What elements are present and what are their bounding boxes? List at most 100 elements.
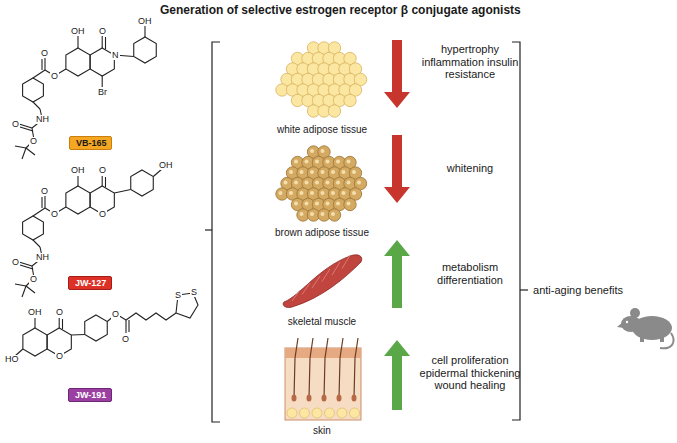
atom-label: O [40,49,49,58]
lipid-droplet [347,181,351,185]
atom-label: O [98,27,107,36]
lipid-droplet [315,202,319,206]
bond-line [33,208,45,216]
mouse-snout [617,322,624,328]
up-arrow [384,240,410,308]
bond-line [34,318,35,328]
muscle-fiber [332,262,340,275]
atom-label: O [29,275,38,284]
lipid-droplet [352,191,356,195]
lipid-droplet [321,170,325,174]
ring-bond [66,186,90,214]
atom-label: O [11,120,20,129]
compound-badge: JW-127 [68,276,112,290]
hair [294,338,298,398]
ring-bond [66,48,90,76]
atom-label: N [111,51,120,60]
bond-line [105,37,106,49]
compound-code: JW-127 [75,279,105,288]
bracket-tick [205,229,212,230]
atom-label: NH [35,253,50,262]
skeletal-muscle-icon [283,255,362,308]
bond-line [33,240,40,247]
compound-badge: JW-191 [68,388,112,402]
atom-label: OH [158,161,174,170]
bond-line [144,26,145,37]
muscle-fiber [312,276,320,288]
atom-label: OH [137,17,153,26]
bond-line [102,76,103,87]
lipid-droplet [342,191,346,195]
bond-line [41,59,42,70]
fat-cell [328,105,340,117]
lipid-droplet [336,181,340,185]
effect-arrows [384,40,410,410]
bond-line [26,286,35,293]
subcutaneous-fat [300,408,310,418]
lipid-droplet [357,181,361,185]
brown-fat-cell [344,198,356,210]
down-arrow [384,135,410,203]
muscle-fiber [302,283,310,295]
lipid-droplet [294,202,298,206]
mouse-icon [617,308,674,348]
atom-label: S [174,291,182,300]
bond-line [126,313,176,320]
bracket-tick [520,289,528,290]
lipid-droplet [347,160,351,164]
fat-cell [344,94,356,106]
atom-label: OH [70,166,86,175]
lipid-droplet [336,202,340,206]
mouse-ear [630,308,640,318]
effect-label: hypertrophy inflammation insulin resista… [411,43,529,81]
subcutaneous-fat [325,408,335,418]
atom-label: O [55,308,64,317]
atom-label: OH [27,308,43,317]
lipid-droplet [294,181,298,185]
lipid-droplet [289,191,293,195]
lipid-droplet [336,160,340,164]
bond-line [77,176,78,186]
hair [339,338,343,398]
lipid-droplet [310,212,314,216]
hair-follicle [352,395,357,402]
atom-label: O [55,352,64,361]
mouse-eye [626,321,628,323]
hair-follicle [292,395,297,402]
effect-label: whitening [411,162,529,175]
lipid-droplet [347,202,351,206]
muscle-fiber [322,269,330,282]
lipid-droplet [305,202,309,206]
lipid-droplet [331,212,335,216]
hair-follicle [307,395,312,402]
effect-label: cell proliferation epidermal thickening … [406,354,534,392]
bond-line [153,169,162,177]
bond-line [71,334,84,336]
atom-label: O [29,137,38,146]
subcutaneous-fat [312,408,322,418]
bond-line [15,146,26,148]
dermis [285,348,361,420]
lipid-droplet [315,160,319,164]
bond-line [128,320,129,332]
lipid-droplet [300,170,304,174]
lipid-droplet [310,170,314,174]
brown-fat-cell [328,209,340,221]
lipid-droplet [321,149,325,153]
ring-bond [23,216,44,240]
lipid-droplet [300,191,304,195]
bond-line [22,286,26,297]
compound-badge: VB-165 [69,136,112,150]
bond-line [125,320,126,333]
mouse-foot [640,337,644,342]
compound-code: VB-165 [76,139,105,148]
skin-icon [285,338,361,420]
atom-label: HO [4,355,20,364]
lipid-droplet [289,170,293,174]
hair [324,338,328,398]
bond-line [20,265,33,269]
lipid-droplet [326,160,330,164]
figure-title: Generation of selective estrogen recepto… [160,4,521,18]
atom-label: NH [35,115,50,124]
chemical-structures [15,26,198,356]
